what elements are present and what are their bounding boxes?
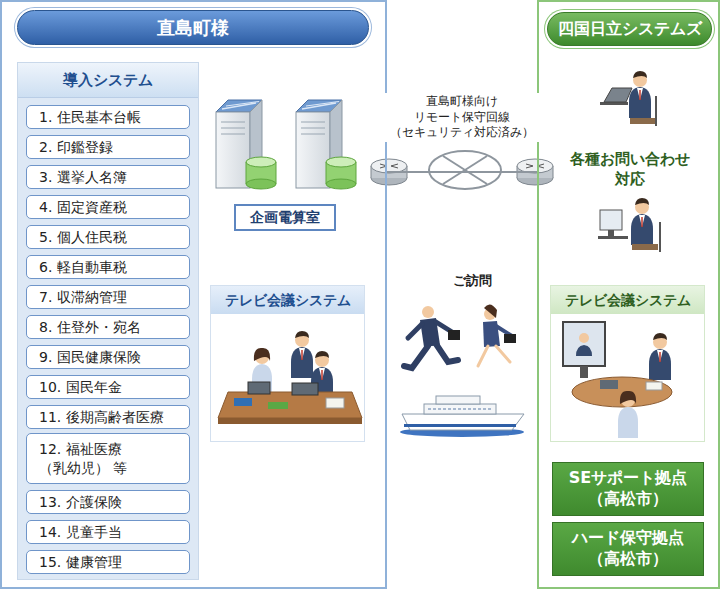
node-title: 13. 介護保険 <box>39 493 171 511</box>
node-title: 2. 印鑑登録 <box>39 138 171 156</box>
node-title: テレビ会議システム <box>211 286 364 314</box>
network-symbol <box>371 151 553 189</box>
video-conference-panel: テレビ会議システム <box>210 285 365 442</box>
node-title: 四国日立システムズ <box>547 12 712 46</box>
node-title: 11. 後期高齢者医療 <box>39 408 171 426</box>
meeting-illustration <box>218 331 362 424</box>
node-title: 4. 固定資産税 <box>39 198 171 216</box>
system-item-box: 10. 国民年金 <box>26 375 190 399</box>
system-item-box: 13. 介護保険 <box>26 490 190 514</box>
system-item-box: 11. 後期高齢者医療 <box>26 405 190 429</box>
visit-label: ご訪問 <box>440 273 504 290</box>
node-title: 直島町様 <box>17 10 369 45</box>
system-item-box: 14. 児童手当 <box>26 520 190 544</box>
node-title: 12. 福祉医療 （乳幼児） 等 <box>39 440 171 476</box>
node-title: 6. 軽自動車税 <box>39 258 171 276</box>
support-base-box: SEサポート拠点 （高松市） <box>552 462 704 516</box>
system-item-box: 8. 住登外・宛名 <box>26 315 190 339</box>
support-base-box: ハード保守拠点 （高松市） <box>552 522 704 576</box>
node-title: 14. 児童手当 <box>39 523 171 541</box>
node-title: 導入システム <box>18 63 198 98</box>
node-title: SEサポート拠点 （高松市） <box>558 468 698 510</box>
system-item-box: 15. 健康管理 <box>26 550 190 574</box>
vendor-panel: テレビ会議システム SEサポート拠点 （高松市） ハード保守拠点 （高松市） 四国日立… <box>537 0 720 589</box>
node-title: ハード保守拠点 （高松市） <box>558 528 698 570</box>
system-item-box: 12. 福祉医療 （乳幼児） 等 <box>26 433 190 484</box>
video-conference-panel: テレビ会議システム <box>550 285 705 442</box>
node-title: 9. 国民健康保険 <box>39 348 171 366</box>
system-item-box: 7. 収滞納管理 <box>26 285 190 309</box>
network-line <box>387 171 537 173</box>
node-title: 15. 健康管理 <box>39 553 171 571</box>
computer-room-box: 企画電算室 <box>234 204 336 231</box>
system-item-box: 9. 国民健康保険 <box>26 345 190 369</box>
system-item-box: 4. 固定資産税 <box>26 195 190 219</box>
visit-illustration <box>400 304 524 437</box>
node-title: 8. 住登外・宛名 <box>39 318 171 336</box>
line-label: 直島町様向け リモート保守回線 （セキュリティ対応済み） <box>381 93 543 142</box>
video-conference-illustration <box>563 322 672 438</box>
node-title: 10. 国民年金 <box>39 378 171 396</box>
client-panel: 1. 住民基本台帳 2. 印鑑登録 3. 選挙人名簿 4. 固定資産税 5. 個人住民税… <box>0 0 387 589</box>
system-item-box: 5. 個人住民税 <box>26 225 190 249</box>
system-list-panel: 1. 住民基本台帳 2. 印鑑登録 3. 選挙人名簿 4. 固定資産税 5. 個人住民税… <box>17 62 199 580</box>
node-title: 3. 選挙人名簿 <box>39 168 171 186</box>
node-title: 企画電算室 <box>250 209 320 227</box>
system-item-box: 3. 選挙人名簿 <box>26 165 190 189</box>
node-title: 7. 収滞納管理 <box>39 288 171 306</box>
system-item-box: 1. 住民基本台帳 <box>26 105 190 129</box>
system-item-box: 2. 印鑑登録 <box>26 135 190 159</box>
node-title: 5. 個人住民税 <box>39 228 171 246</box>
system-item-box: 6. 軽自動車税 <box>26 255 190 279</box>
contact-label: 各種お問い合わせ 対応 <box>560 150 700 189</box>
node-title: 1. 住民基本台帳 <box>39 108 171 126</box>
node-title: テレビ会議システム <box>551 286 704 314</box>
